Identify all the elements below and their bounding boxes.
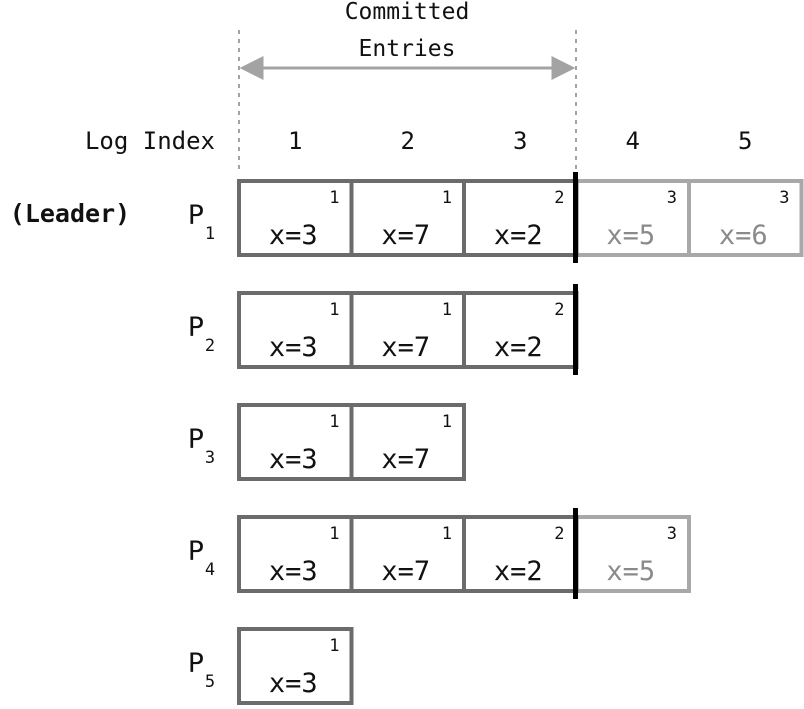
entry-term: 1 [442,524,452,544]
log-index-header: 1 2 3 4 5 [288,127,752,155]
entry-command: x=5 [606,556,655,587]
entry-term: 1 [442,412,452,432]
log-entry: 2 x=2 [462,179,579,257]
process-subscript: 3 [205,448,215,468]
log-entry: 1 x=7 [349,179,466,257]
entry-term: 3 [779,188,789,208]
log-entry: 1 x=3 [237,403,354,481]
log-entry: 1 x=3 [237,627,354,705]
log-entry: 3 x=5 [574,515,691,593]
process-label: P [188,312,204,343]
log-entry: 1 x=3 [237,179,354,257]
entry-command: x=3 [269,668,318,699]
log-index-2: 2 [401,127,415,155]
entry-command: x=2 [494,556,543,587]
log-entry: 2 x=2 [462,515,579,593]
log-index-5: 5 [738,127,752,155]
committed-label-line2: Entries [359,36,456,62]
entry-term: 2 [554,524,564,544]
process-label: P [188,648,204,679]
log-entry: 2 x=2 [462,291,579,369]
log-index-4: 4 [626,127,640,155]
entry-command: x=6 [719,220,768,251]
log-entry: 1 x=3 [237,291,354,369]
entry-term: 3 [667,188,677,208]
process-row-p3: P3 1 x=3 1 x=7 [188,403,466,481]
committed-label-line1: Committed [345,0,470,25]
process-row-p1: P 3 x=6 3 x=5 1 1 x=3 1 x=7 2 x=2 [188,172,804,263]
process-subscript: 4 [205,560,215,580]
entry-command: x=3 [269,444,318,475]
process-subscript: 5 [205,672,215,692]
entry-term: 1 [442,300,452,320]
log-entry: 3 x=5 [574,179,691,257]
log-index-label: Log Index [85,127,215,155]
entry-command: x=7 [381,220,430,251]
log-entry: 1 x=7 [349,515,466,593]
process-label: P [188,424,204,455]
log-entry-box [237,627,354,705]
entry-command: x=7 [381,444,430,475]
entry-term: 3 [667,524,677,544]
log-index-1: 1 [288,127,302,155]
entry-command: x=2 [494,220,543,251]
log-entry: 1 x=3 [237,515,354,593]
log-entry-box [349,403,466,481]
log-entry: 1 x=7 [349,291,466,369]
entry-term: 2 [554,188,564,208]
process-subscript: 1 [205,224,215,244]
log-index-3: 3 [513,127,527,155]
entry-term: 1 [329,636,339,656]
entry-term: 1 [329,524,339,544]
entry-command: x=2 [494,332,543,363]
entry-command: x=3 [269,332,318,363]
process-label: P [188,536,204,567]
entry-command: x=3 [269,556,318,587]
process-subscript: 2 [205,336,215,356]
entry-term: 1 [329,300,339,320]
process-row-p4: P 3 x=5 4 1 x=3 1 x=7 2 x=2 [188,508,691,599]
process-logs: P3x=63x=511x=31x=72x=2P21x=31x=72x=2P31x… [188,172,804,705]
entry-term: 2 [554,300,564,320]
entry-command: x=3 [269,220,318,251]
process-row-p5: P5 1 x=3 [188,627,354,705]
entry-command: x=7 [381,556,430,587]
log-entry: 1 x=7 [349,403,466,481]
log-entry: 3 x=6 [687,179,804,257]
entry-command: x=7 [381,332,430,363]
entry-term: 1 [329,412,339,432]
process-label: P [188,200,204,231]
entry-command: x=5 [606,220,655,251]
entry-term: 1 [329,188,339,208]
entry-term: 1 [442,188,452,208]
leader-label: (Leader) [10,199,130,228]
